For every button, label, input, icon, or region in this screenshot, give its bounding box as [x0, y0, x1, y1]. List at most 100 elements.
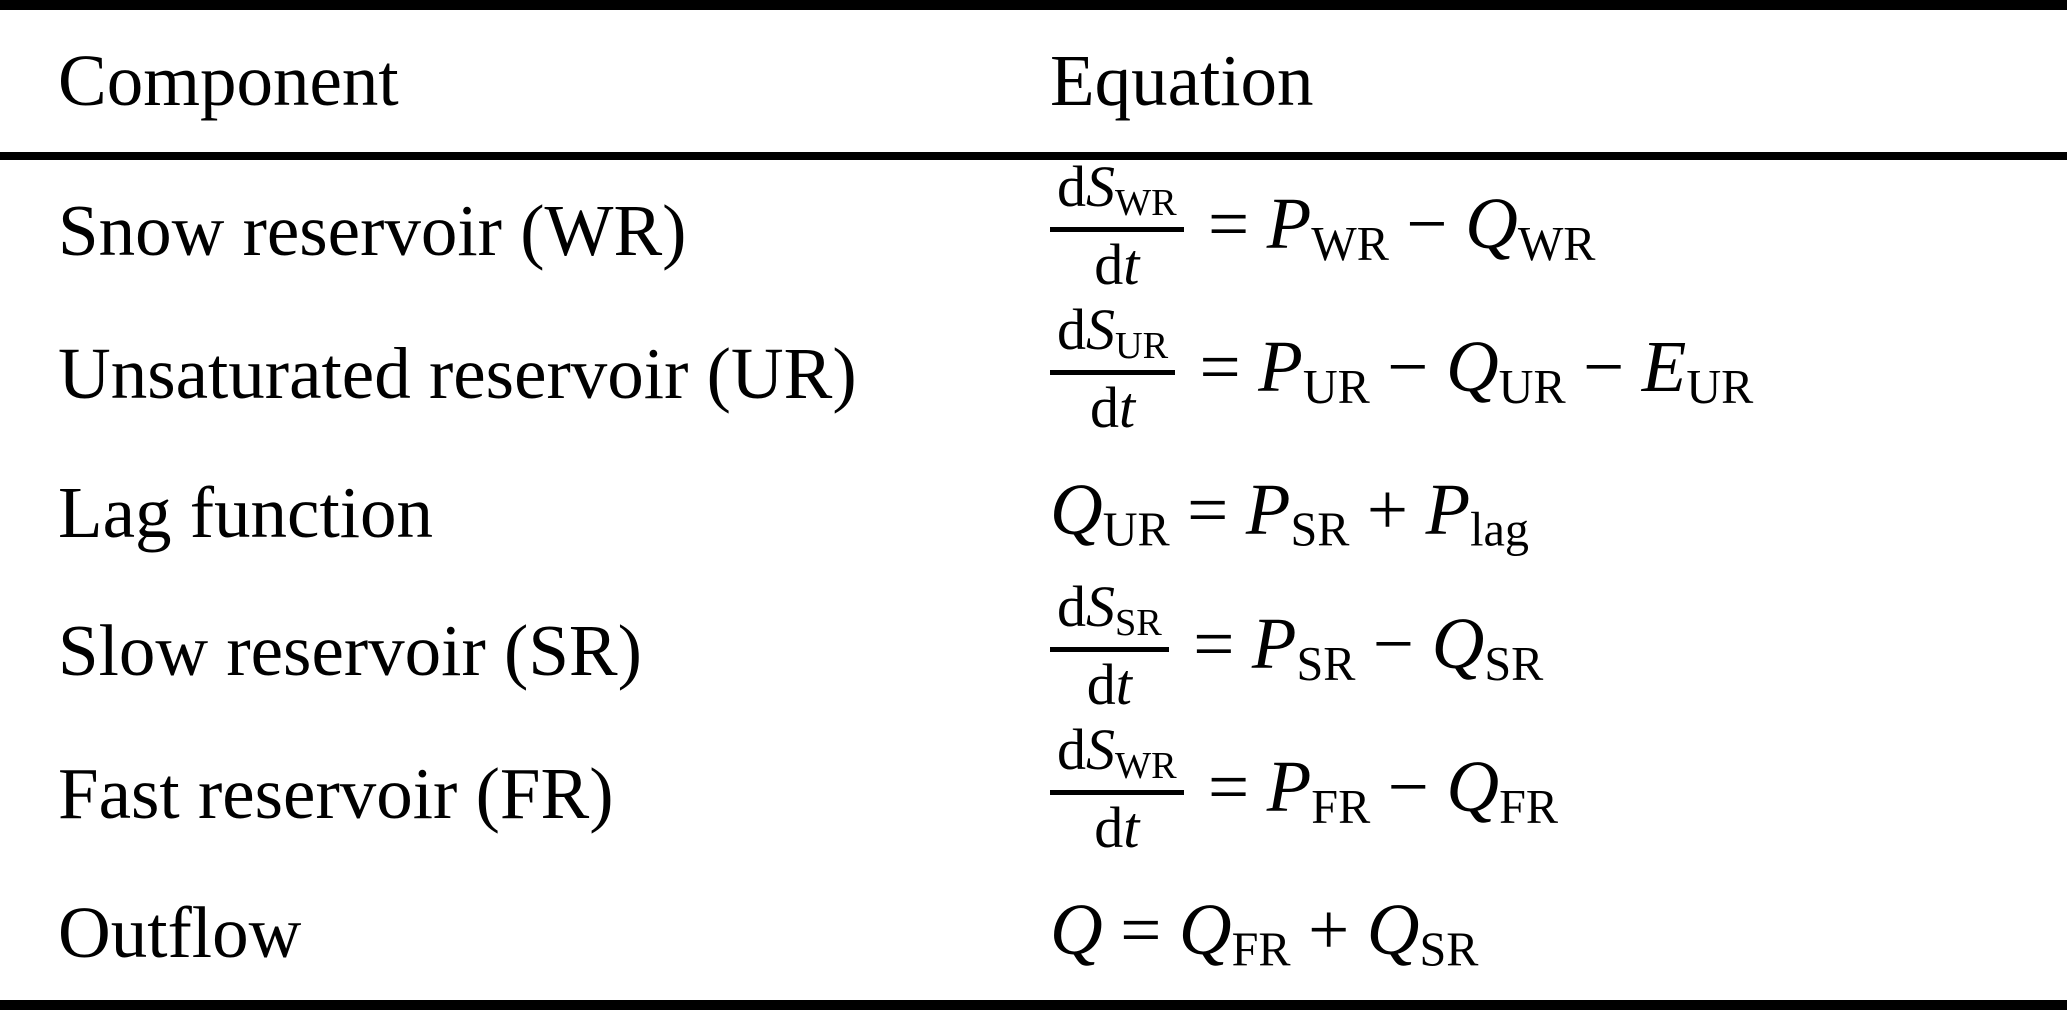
math-variable: Q: [1431, 603, 1485, 685]
component-cell: Slow reservoir (SR): [58, 610, 642, 692]
table-header-row: Component Equation: [0, 10, 2067, 152]
math-variable: Q: [1465, 183, 1518, 265]
fraction-numerator: dSWR: [1050, 154, 1184, 233]
math-variable: S: [1085, 297, 1115, 363]
math-roman: d: [1094, 795, 1124, 861]
math-variable: Q: [1178, 889, 1232, 971]
math-operator: +: [1308, 889, 1350, 971]
math-variable: S: [1085, 154, 1115, 220]
math-variable: t: [1123, 232, 1140, 298]
math-variable: P: [1251, 603, 1297, 685]
math-operator: =: [1120, 889, 1162, 971]
math-operator: =: [1208, 746, 1250, 828]
top-rule: [0, 0, 2067, 10]
math-subscript: UR: [1102, 503, 1170, 557]
math-variable: P: [1266, 746, 1312, 828]
component-cell: Fast reservoir (FR): [58, 753, 614, 835]
math-roman: d: [1056, 717, 1086, 783]
math-variable: t: [1118, 375, 1136, 441]
math-roman: d: [1089, 375, 1119, 441]
math-operator: +: [1366, 469, 1409, 551]
math-roman: d: [1094, 232, 1124, 298]
fraction-numerator: dSUR: [1050, 297, 1176, 376]
component-cell: Lag function: [58, 471, 434, 553]
header-rule: [0, 152, 2067, 160]
math-variable: t: [1115, 652, 1132, 718]
math-subscript: WR: [1114, 745, 1177, 788]
component-cell: Snow reservoir (WR): [58, 190, 687, 272]
math-operator: =: [1199, 326, 1241, 408]
equation-cell: Q=QFR+QSR: [1050, 888, 2067, 978]
math-roman: d: [1056, 297, 1086, 363]
math-variable: Q: [1445, 326, 1499, 408]
bottom-rule: [0, 1000, 2067, 1010]
component-column-header: Component: [58, 40, 399, 121]
math-operator: −: [1583, 326, 1625, 408]
table-row: Outflow Q=QFR+QSR: [0, 866, 2067, 1000]
math-variable: P: [1258, 326, 1303, 408]
math-subscript: SR: [1114, 602, 1162, 645]
math-roman: d: [1086, 652, 1116, 718]
math-subscript: FR: [1499, 780, 1559, 834]
equation-line: Q=QFR+QSR: [1050, 888, 1478, 978]
math-subscript: WR: [1311, 217, 1389, 271]
equation-line: QUR=PSR+Plag: [1050, 468, 1529, 558]
math-variable: t: [1123, 795, 1140, 861]
math-roman: d: [1056, 574, 1086, 640]
equation-cell: QUR=PSR+Plag: [1050, 468, 2067, 558]
math-subscript: SR: [1290, 503, 1350, 557]
math-variable: Q: [1050, 469, 1103, 551]
math-operator: =: [1187, 469, 1229, 551]
math-subscript: SR: [1484, 637, 1544, 691]
fraction-denominator: dt: [1090, 375, 1135, 441]
math-variable: Q: [1366, 889, 1420, 971]
math-operator: −: [1387, 746, 1429, 828]
math-subscript: UR: [1302, 360, 1370, 414]
math-subscript: SR: [1419, 923, 1479, 977]
math-variable: S: [1085, 574, 1115, 640]
component-cell: Outflow: [58, 891, 302, 973]
math-variable: S: [1085, 717, 1115, 783]
fraction-denominator: dt: [1094, 795, 1139, 861]
component-cell: Unsaturated reservoir (UR): [58, 333, 857, 415]
math-subscript: UR: [1498, 360, 1566, 414]
math-variable: Q: [1446, 746, 1500, 828]
math-subscript: UR: [1114, 325, 1169, 368]
fraction-denominator: dt: [1094, 232, 1139, 298]
math-variable: Q: [1050, 889, 1103, 971]
equation-column-header: Equation: [1050, 40, 1314, 121]
fraction-numerator: dSWR: [1050, 717, 1184, 796]
math-subscript: UR: [1686, 360, 1754, 414]
fraction-numerator: dSSR: [1050, 574, 1169, 653]
fraction-denominator: dt: [1087, 652, 1132, 718]
math-operator: −: [1406, 183, 1448, 265]
math-operator: −: [1387, 326, 1429, 408]
math-subscript: WR: [1517, 217, 1596, 271]
math-operator: −: [1372, 603, 1415, 685]
math-subscript: FR: [1231, 923, 1291, 977]
math-roman: d: [1056, 154, 1086, 220]
math-operator: =: [1193, 603, 1235, 685]
math-subscript: WR: [1114, 182, 1177, 225]
math-variable: P: [1425, 469, 1471, 551]
math-subscript: FR: [1311, 780, 1371, 834]
math-variable: E: [1641, 326, 1687, 408]
math-subscript: SR: [1296, 637, 1356, 691]
math-variable: P: [1266, 183, 1312, 265]
table-row: Lag function QUR=PSR+Plag: [0, 446, 2067, 580]
math-variable: P: [1245, 469, 1291, 551]
